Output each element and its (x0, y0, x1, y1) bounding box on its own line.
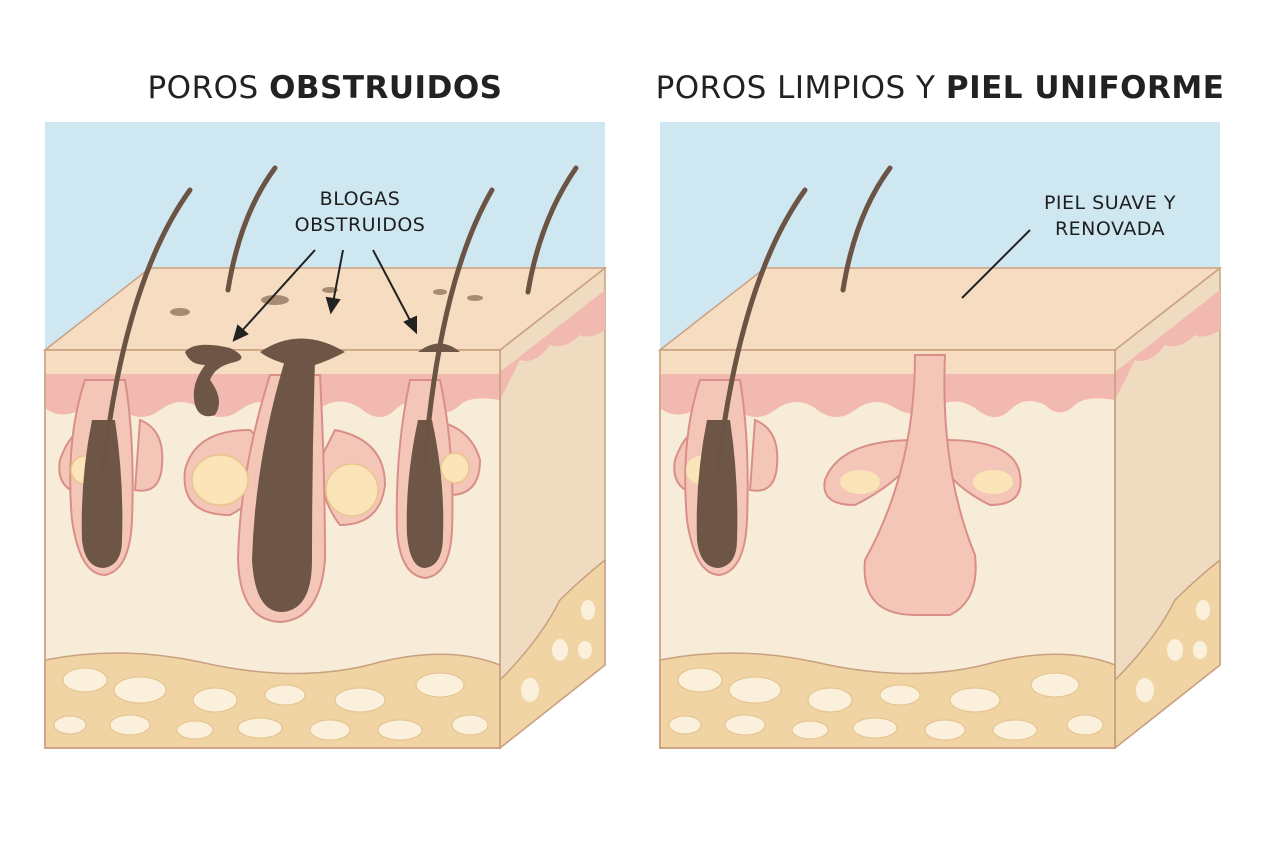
label-line: RENOVADA (1054, 218, 1166, 240)
label-line: PIEL SUAVE Y (1043, 192, 1177, 214)
panel-title-clogged: POROS OBSTRUIDOS (0, 70, 650, 106)
title-bold: OBSTRUIDOS (269, 70, 503, 106)
title-normal: POROS (147, 70, 270, 106)
title-bold: PIEL UNIFORME (945, 70, 1225, 106)
clean-pores-diagram (659, 121, 1221, 749)
clogged-pores-label: BLOGAS OBSTRUIDOS (270, 186, 450, 238)
title-normal: POROS LIMPIOS Y (655, 70, 946, 106)
smooth-skin-label: PIEL SUAVE Y RENOVADA (1020, 190, 1200, 242)
label-line: BLOGAS (319, 188, 401, 210)
label-line: OBSTRUIDOS (294, 214, 426, 236)
panel-title-clean: POROS LIMPIOS Y PIEL UNIFORME (615, 70, 1264, 106)
clogged-pores-diagram (44, 121, 606, 749)
